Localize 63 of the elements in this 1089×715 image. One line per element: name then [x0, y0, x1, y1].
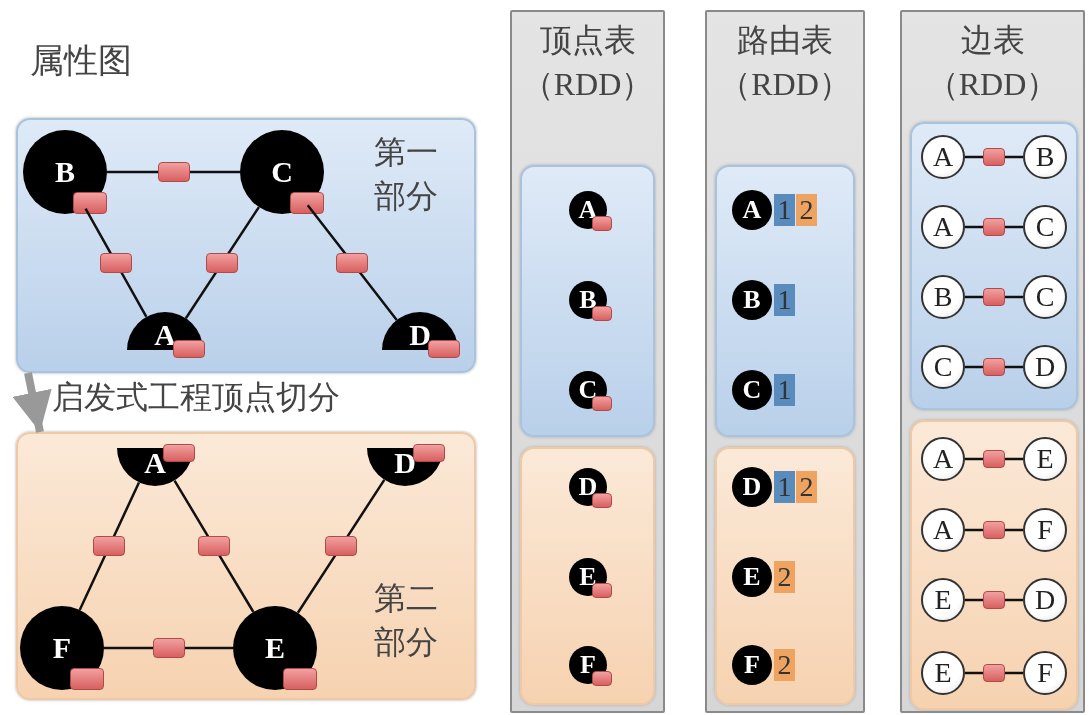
edge-line [78, 481, 141, 611]
vertex-circle: F [20, 606, 104, 690]
table-column [705, 10, 865, 713]
vertex-circle: C [1023, 205, 1067, 249]
edge-line [184, 206, 260, 319]
vertex-circle: F [732, 645, 772, 685]
arrow [12, 372, 52, 433]
vertex-circle: E [921, 578, 965, 622]
partition-tag: 1 [774, 194, 795, 226]
vertex-circle: D [732, 467, 772, 507]
vertex-circle: A [921, 437, 965, 481]
vertex-circle: B [732, 280, 772, 320]
vertex-circle: B [1023, 135, 1067, 179]
table-column [900, 10, 1085, 713]
partition-tag: 2 [774, 649, 795, 681]
vertex-circle: E [1023, 437, 1067, 481]
edge-label: 启发式工程顶点切分 [52, 377, 340, 417]
partition-panel [16, 118, 476, 373]
edge-line [84, 208, 148, 318]
section-label: 属性图 [30, 41, 132, 81]
partition-tag: 2 [796, 194, 817, 226]
vertex-circle: D [1023, 345, 1067, 389]
vertex-circle: F [1023, 508, 1067, 552]
vertex-circle: A [732, 190, 772, 230]
partition-tag: 2 [774, 561, 795, 593]
vertex-circle: A [921, 508, 965, 552]
column-heading: 顶点表 [539, 21, 636, 60]
table-column [510, 10, 665, 713]
vertex-circle: F [1023, 651, 1067, 695]
edge-line [107, 170, 240, 174]
partition-panel [715, 447, 855, 705]
edge-line [306, 204, 398, 321]
edge-line [104, 646, 233, 650]
partition-panel [520, 447, 655, 705]
partition-tag: 2 [796, 471, 817, 503]
partition-label: 第一部分 [374, 133, 438, 216]
column-heading: （RDD） [521, 65, 654, 104]
column-heading: （RDD） [926, 65, 1059, 104]
partition-panel [16, 432, 476, 700]
vertex-circle: B [921, 275, 965, 319]
vertex-circle: A [921, 205, 965, 249]
partition-panel [910, 420, 1078, 710]
partition-tag: 1 [774, 284, 795, 316]
partition-tag: 1 [774, 374, 795, 406]
vertex-circle: A [921, 135, 965, 179]
vertex-circle: C [240, 130, 324, 214]
partition-label: 第二部分 [374, 579, 438, 662]
partition-panel [520, 165, 655, 437]
edge-line [173, 479, 255, 613]
column-heading: 边表 [960, 21, 1025, 60]
partition-panel [715, 165, 855, 437]
vertex-circle: D [1023, 578, 1067, 622]
vertex-circle: E [732, 557, 772, 597]
vertex-circle: B [23, 130, 107, 214]
partition-tag: 1 [774, 471, 795, 503]
vertex-circle: C [1023, 275, 1067, 319]
partition-panel [910, 122, 1078, 410]
edge-line [296, 479, 386, 614]
vertex-circle: C [732, 370, 772, 410]
vertex-circle: C [921, 345, 965, 389]
vertex-circle: E [921, 651, 965, 695]
column-heading: 路由表 [737, 21, 833, 60]
column-heading: （RDD） [719, 65, 851, 104]
